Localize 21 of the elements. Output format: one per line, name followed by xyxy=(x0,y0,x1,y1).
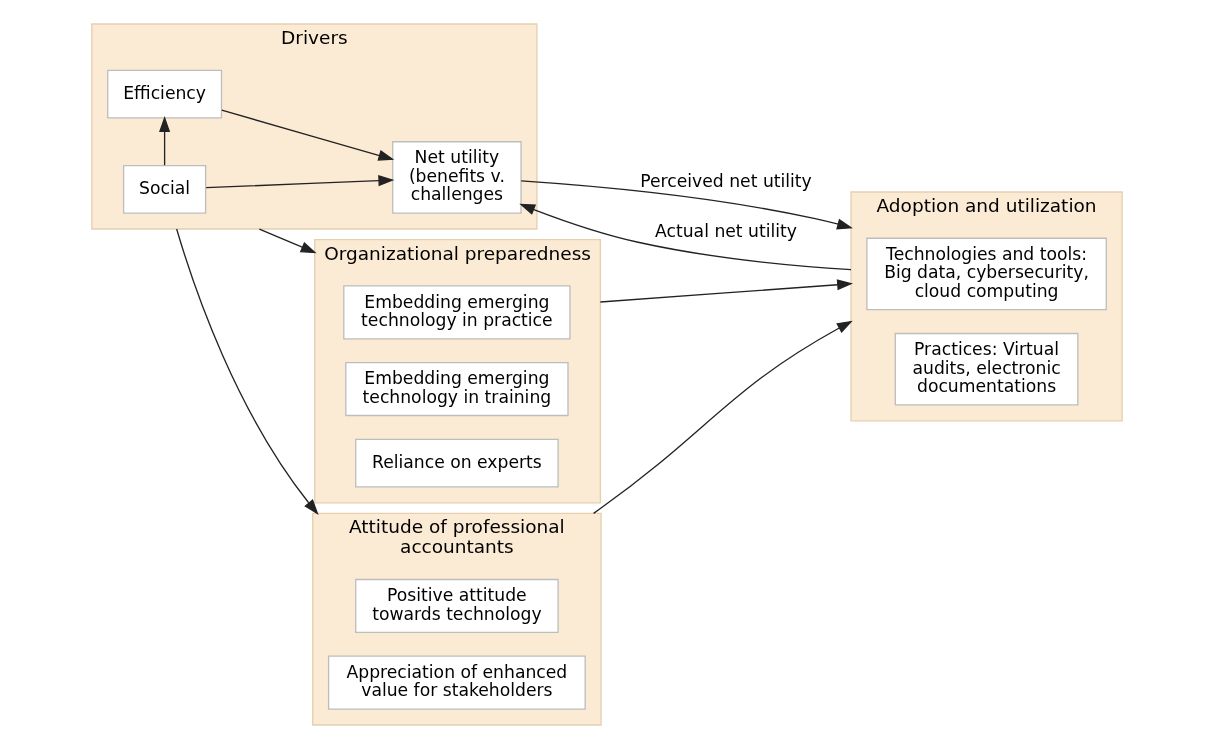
arrow xyxy=(221,109,395,161)
arrow xyxy=(205,175,395,189)
arrow xyxy=(599,279,853,303)
node-box: Embedding emerging technology in training xyxy=(345,361,569,417)
arrow xyxy=(520,180,853,230)
edge-label: Perceived net utility xyxy=(640,171,812,192)
arrow xyxy=(592,320,853,515)
node-box: Social xyxy=(122,164,207,214)
arrow xyxy=(258,228,317,254)
node-box: Technologies and tools: Big data, cybersecurity, cloud computing xyxy=(866,237,1107,311)
edge-label: Actual net utility xyxy=(655,221,797,242)
node-box: Positive attitude towards technology xyxy=(355,578,559,634)
node-box: Efficiency xyxy=(107,69,223,119)
arrow xyxy=(519,203,852,271)
arrow xyxy=(159,116,171,166)
node-box: Net utility (benefits v. challenges xyxy=(392,141,522,214)
node-box: Embedding emerging technology in practice xyxy=(343,285,571,340)
node-box: Reliance on experts xyxy=(355,438,559,488)
arrow xyxy=(176,228,319,515)
node-box: Practices: Virtual audits, electronic documentations xyxy=(894,332,1079,406)
node-box: Appreciation of enhanced value for stakeholders xyxy=(327,655,586,710)
